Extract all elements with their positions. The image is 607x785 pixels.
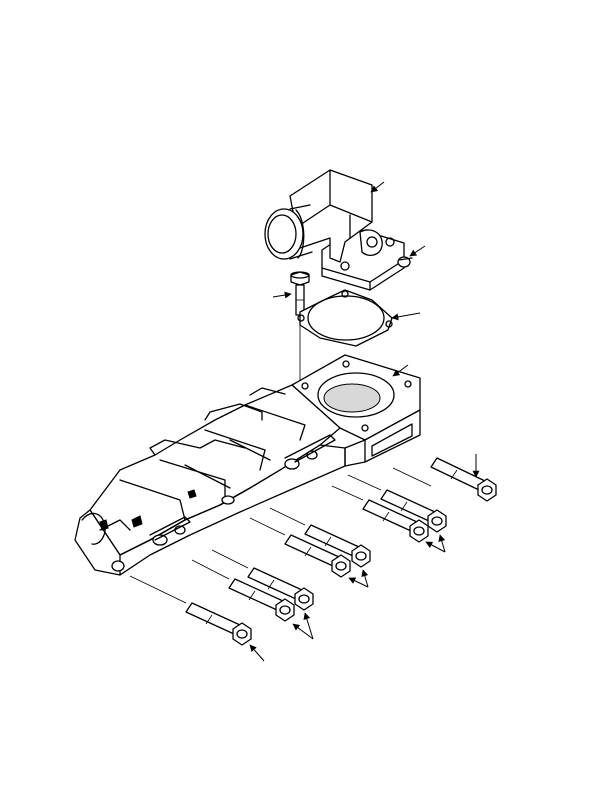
rear-manifold-bolt [430,457,497,502]
thermostat-housing [264,169,405,291]
bolt-alignment-lines [129,467,432,604]
manifold-bolt-pair-front [228,567,314,622]
housing-capscrew [397,256,413,268]
manifold-bolt-pair-rear [362,489,447,543]
front-manifold-bolt [185,602,252,646]
exhaust-manifold [74,354,421,576]
housing-gasket [297,289,393,347]
manifold-bolt-pair-middle [284,524,371,578]
